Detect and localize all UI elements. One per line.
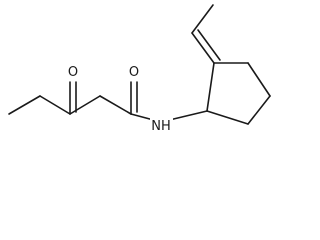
bond-ring-c4-c5 [247,95,271,125]
atom-amide-oxygen: O [126,63,142,80]
bond-ch2-amide-c [99,95,132,115]
bond-ethyl-ch3-ch2 [8,95,41,115]
bond-ring-c3-c4 [247,62,271,97]
skeletal-formula: O O NH [8,4,271,134]
structure-canvas: O O NH [8,4,271,134]
atom-amide-nitrogen: NH [150,117,173,134]
ketone-oxygen-label: O [68,65,78,80]
atom-labels: O O NH [65,63,173,134]
bond-ring-c1-c2 [206,62,215,112]
atom-ketone-oxygen: O [65,63,81,80]
bond-ketone-c-ch2 [69,95,101,115]
amide-nitrogen-label: NH [151,119,171,134]
amide-oxygen-label: O [129,65,139,80]
bond-ring-c5-c1 [206,110,249,125]
bond-exocyclic-double-a [191,32,215,64]
bond-exocyclic-double-b [197,29,221,61]
bond-ethyl-ch2-ketone-c [39,95,71,115]
bond-ethylidene-ch3 [191,4,214,34]
bonds [8,4,271,125]
